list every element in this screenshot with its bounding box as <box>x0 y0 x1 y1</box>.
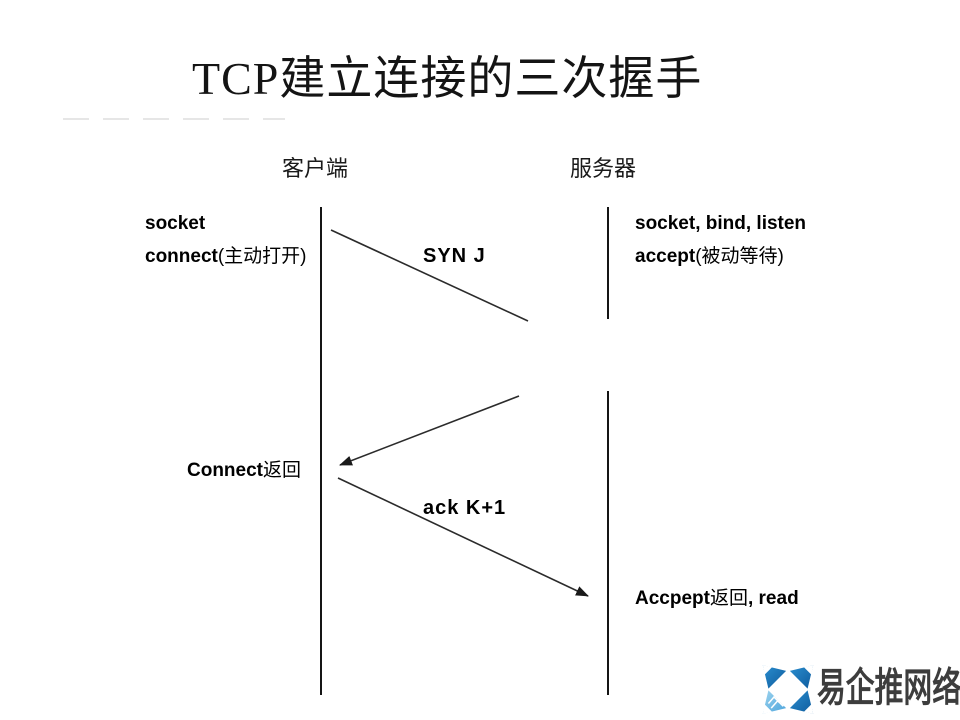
label-connect-return: Connect返回 <box>187 459 301 482</box>
connect-return-fn: Connect <box>187 460 263 481</box>
label-accept-return: Accpept返回, read <box>635 587 799 610</box>
label-syn-message: SYN J <box>423 245 486 267</box>
connect-return-note: 返回 <box>263 460 302 481</box>
server-setup-text: socket, bind, listen <box>635 213 807 234</box>
accept-return-note: 返回 <box>709 588 748 609</box>
server-accept-fn: accept <box>635 246 696 267</box>
server-accept-note: (被动等待) <box>695 246 784 267</box>
server-column-header: 服务器 <box>570 156 637 181</box>
syn-arrow <box>330 229 529 322</box>
client-column-header: 客户端 <box>282 156 349 181</box>
watermark-text: 易企推网络 <box>817 665 960 710</box>
client-socket-text: socket <box>145 213 206 234</box>
label-ack-message: ack K+1 <box>423 497 507 519</box>
label-server-accept: accept(被动等待) <box>635 245 784 268</box>
label-client-connect: connect(主动打开) <box>145 245 307 268</box>
slide-title: TCP建立连接的三次握手 <box>192 53 703 104</box>
watermark: 易企推网络 <box>758 660 960 720</box>
server-lifeline-top <box>607 207 609 319</box>
server-lifeline-bottom <box>607 391 609 695</box>
synack-arrow <box>339 395 520 466</box>
label-server-setup: socket, bind, listen <box>635 212 806 235</box>
client-connect-note: (主动打开) <box>217 246 307 267</box>
ack-arrow <box>337 477 589 597</box>
client-lifeline <box>320 207 322 695</box>
accept-return-tail: , read <box>747 588 799 609</box>
yiqitui-pinwheel-logo-icon <box>762 665 814 714</box>
accept-return-fn: Accpept <box>635 588 710 609</box>
client-connect-fn: connect <box>145 246 218 267</box>
label-client-socket: socket <box>145 212 205 235</box>
title-ghost-underline <box>63 118 285 120</box>
